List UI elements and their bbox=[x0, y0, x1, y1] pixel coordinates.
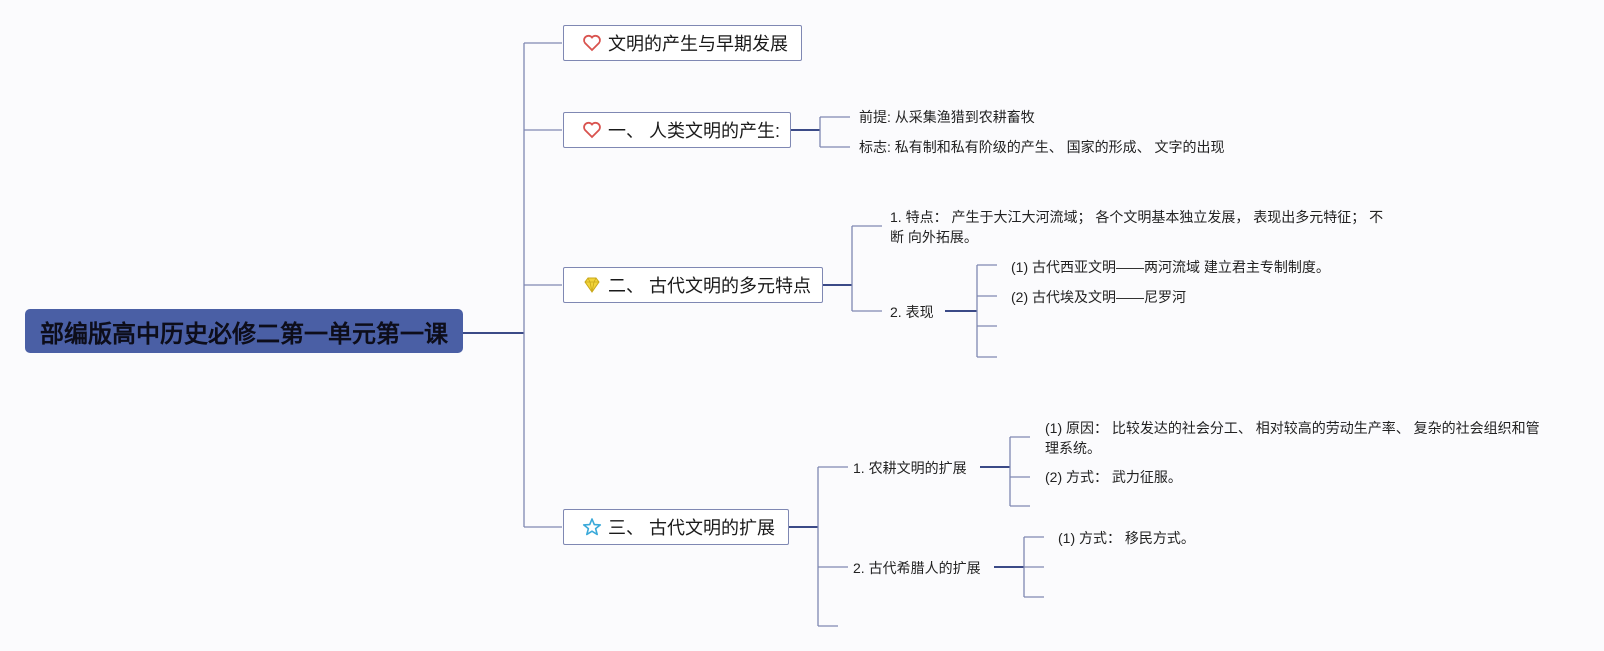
leaf-west-asia[interactable]: (1) 古代西亚文明——两河流域 建立君主专制制度。 bbox=[1011, 259, 1330, 275]
branch-label: 一、 人类文明的产生: bbox=[608, 121, 781, 141]
leaf-premise[interactable]: 前提: 从采集渔猎到农耕畜牧 bbox=[859, 109, 1035, 125]
root-topic[interactable]: 部编版高中历史必修二第一单元第一课 bbox=[25, 309, 463, 353]
heart-icon bbox=[582, 120, 602, 140]
leaf-reason[interactable]: (1) 原因： 比较发达的社会分工、 相对较高的劳动生产率、 复杂的社会组织和管… bbox=[1045, 420, 1540, 456]
leaf-egypt[interactable]: (2) 古代埃及文明——尼罗河 bbox=[1011, 289, 1186, 305]
branch-label: 文明的产生与早期发展 bbox=[608, 34, 788, 54]
leaf-features[interactable]: 1. 特点： 产生于大江大河流域； 各个文明基本独立发展， 表现出多元特征； 不… bbox=[890, 209, 1384, 245]
heart-icon bbox=[582, 33, 602, 53]
branch-civilization-origin[interactable]: 文明的产生与早期发展 bbox=[563, 25, 802, 61]
leaf-greek-expansion[interactable]: 2. 古代希腊人的扩展 bbox=[853, 560, 981, 576]
root-topic-label: 部编版高中历史必修二第一单元第一课 bbox=[40, 320, 448, 348]
branch-label: 三、 古代文明的扩展 bbox=[608, 518, 776, 538]
leaf-manifestation[interactable]: 2. 表现 bbox=[890, 304, 934, 320]
diamond-icon bbox=[582, 275, 602, 295]
branch-civilization-expansion[interactable]: 三、 古代文明的扩展 bbox=[563, 509, 789, 545]
branch-civilization-emergence[interactable]: 一、 人类文明的产生: bbox=[563, 112, 791, 148]
star-icon bbox=[582, 517, 602, 537]
branch-label: 二、 古代文明的多元特点 bbox=[608, 276, 811, 296]
leaf-method-force[interactable]: (2) 方式： 武力征服。 bbox=[1045, 469, 1182, 485]
leaf-agricultural-expansion[interactable]: 1. 农耕文明的扩展 bbox=[853, 460, 967, 476]
branch-diverse-features[interactable]: 二、 古代文明的多元特点 bbox=[563, 267, 823, 303]
leaf-marks[interactable]: 标志: 私有制和私有阶级的产生、 国家的形成、 文字的出现 bbox=[859, 139, 1225, 155]
leaf-method-migration[interactable]: (1) 方式： 移民方式。 bbox=[1058, 530, 1195, 546]
